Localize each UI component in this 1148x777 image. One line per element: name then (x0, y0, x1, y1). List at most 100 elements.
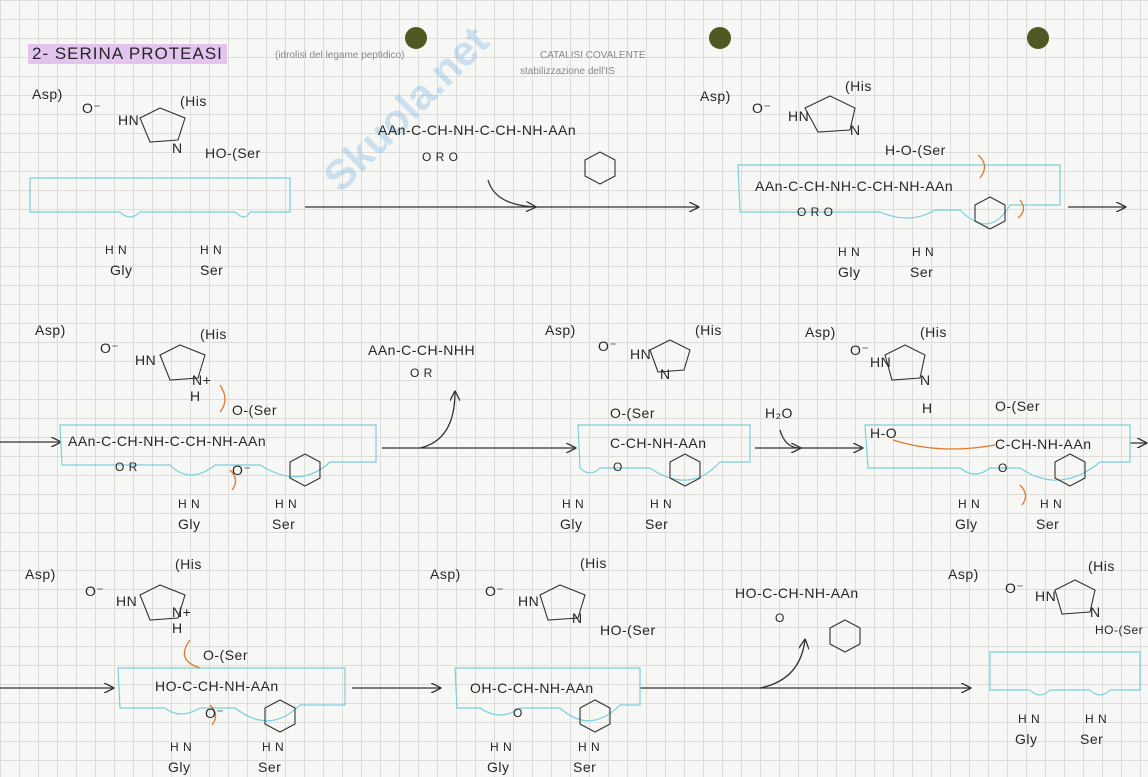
ser-nh: H N (275, 497, 298, 511)
gly-residue: Gly (168, 759, 191, 775)
water-arrow (779, 429, 800, 448)
his-n: N (1090, 604, 1101, 620)
page-title: 2- SERINA PROTEASI (28, 44, 227, 64)
carboxylate: O⁻ (1005, 580, 1025, 596)
ser-residue: Ser (645, 516, 669, 532)
amine-substituents: O R (410, 366, 433, 380)
ser-nh: H N (1085, 712, 1108, 726)
his-hn: HN (630, 346, 652, 362)
his-residue: (His (845, 78, 872, 94)
substrate-arrow (487, 179, 535, 207)
bound-substituents: O R O (797, 205, 834, 219)
gly-residue: Gly (178, 516, 201, 532)
gly-nh: H N (170, 740, 193, 754)
his-hn: HN (135, 352, 157, 368)
carboxylate: O⁻ (598, 338, 618, 354)
gly-residue: Gly (487, 759, 510, 775)
gly-residue: Gly (110, 262, 133, 278)
his-residue: (His (920, 324, 947, 340)
water-ho: H-O (870, 425, 898, 441)
ser-residue: Ser (573, 759, 597, 775)
asp-residue: Asp) (700, 88, 731, 104)
ser-hydroxyl: HO-(Ser (600, 622, 656, 638)
his-hn: HN (118, 112, 140, 128)
asp-residue: Asp) (805, 324, 836, 340)
note-covalent: CATALISI COVALENTE (540, 50, 646, 61)
his-hn: HN (788, 108, 810, 124)
ser-hydroxyl: HO-(Ser (205, 145, 261, 161)
acyl-enzyme: C-CH-NH-AAn (610, 435, 707, 451)
ser-nh: H N (200, 243, 223, 257)
carboxylate: O⁻ (485, 583, 505, 599)
his-n: N (572, 610, 583, 626)
note-hydrolysis: (idrolisi del legame peptidico) (275, 50, 405, 61)
ser-nh: H N (578, 740, 601, 754)
binder-hole (709, 27, 731, 49)
binder-hole (1027, 27, 1049, 49)
carbonyl-o: O (775, 611, 785, 625)
his-n: N (172, 140, 183, 156)
gly-nh: H N (838, 245, 861, 259)
ser-residue: Ser (1080, 731, 1104, 747)
ser-nh: H N (262, 740, 285, 754)
gly-residue: Gly (1015, 731, 1038, 747)
gly-residue: Gly (838, 264, 861, 280)
benzene-rings (264, 151, 1086, 733)
gly-nh: H N (958, 497, 981, 511)
his-nplus: N+ (172, 604, 192, 620)
carboxylate: O⁻ (752, 100, 772, 116)
leaving-arrow (419, 392, 455, 449)
ser-oxygen: O-(Ser (232, 402, 277, 418)
binder-hole (405, 27, 427, 49)
carboxylate: O⁻ (850, 342, 870, 358)
asp-residue: Asp) (25, 566, 56, 582)
gly-nh: H N (1018, 712, 1041, 726)
his-residue: (His (200, 326, 227, 342)
bound-acid: OH-C-CH-NH-AAn (470, 680, 594, 696)
ser-hydroxyl: H-O-(Ser (885, 142, 946, 158)
oxyanion: O⁻ (205, 705, 225, 721)
tetrahedral-intermediate-2: HO-C-CH-NH-AAn (155, 678, 279, 694)
his-hn: HN (518, 593, 540, 609)
ser-nh: H N (650, 497, 673, 511)
carbonyl-o: O (998, 461, 1008, 475)
carbonyl-o: O (613, 460, 623, 474)
his-residue: (His (695, 322, 722, 338)
carboxylate: O⁻ (100, 340, 120, 356)
bound-peptide: AAn-C-CH-NH-C-CH-NH-AAn (755, 178, 954, 194)
ser-hydroxyl: HO-(Ser (1095, 623, 1144, 637)
electron-arrows (183, 154, 1027, 726)
ser-oxygen: O-(Ser (995, 398, 1040, 414)
his-residue: (His (580, 555, 607, 571)
imidazole-rings (139, 95, 1096, 621)
oxyanion: O⁻ (232, 462, 252, 478)
asp-residue: Asp) (430, 566, 461, 582)
water-label: H₂O (765, 405, 793, 421)
carbonyl-o: O (513, 706, 523, 720)
ser-residue: Ser (1036, 516, 1060, 532)
gly-nh: H N (178, 497, 201, 511)
note-stabilization: stabilizzazione dell'IS (520, 66, 615, 77)
his-nplus: N+ (192, 372, 212, 388)
amine-product: AAn-C-CH-NHH (368, 342, 476, 358)
his-residue: (His (180, 93, 207, 109)
ser-oxygen: O-(Ser (610, 405, 655, 421)
his-n: N (920, 372, 931, 388)
substrate-peptide: AAn-C-CH-NH-C-CH-NH-AAn (378, 122, 577, 138)
substrate-substituents: O R O (422, 150, 459, 164)
ser-oxygen: O-(Ser (203, 647, 248, 663)
acyl-enzyme: C-CH-NH-AAn (995, 436, 1092, 452)
his-hn: HN (1035, 588, 1057, 604)
his-n: N (660, 366, 671, 382)
ser-residue: Ser (272, 516, 296, 532)
gly-nh: H N (490, 740, 513, 754)
ser-residue: Ser (258, 759, 282, 775)
ser-nh: H N (1040, 497, 1063, 511)
his-h: H (190, 388, 201, 404)
water-h: H (922, 400, 933, 416)
his-h: H (172, 620, 183, 636)
carboxylate: O⁻ (82, 100, 102, 116)
carboxylate: O⁻ (85, 583, 105, 599)
gly-nh: H N (562, 497, 585, 511)
